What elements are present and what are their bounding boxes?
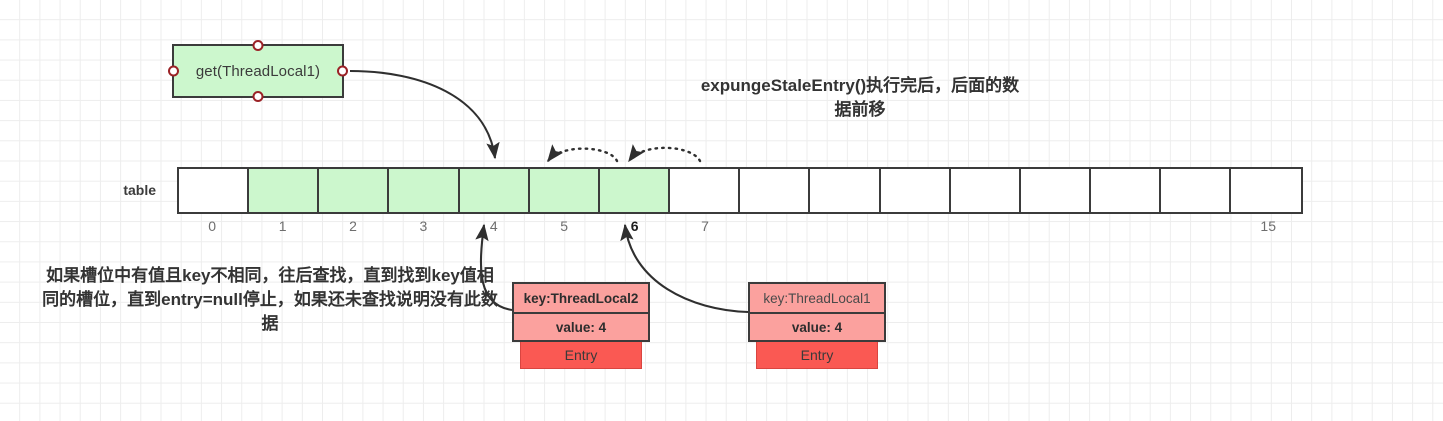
- entry-value-row: value: 4: [748, 312, 886, 342]
- table-cell-9[interactable]: [810, 169, 881, 212]
- table-cell-11[interactable]: [950, 169, 1021, 212]
- table-cell-3[interactable]: [389, 169, 460, 212]
- table-index-6: 6: [630, 218, 639, 234]
- table-index-4: 4: [489, 218, 498, 234]
- table-label: table: [123, 182, 156, 198]
- table-cell-5[interactable]: [529, 169, 600, 212]
- entry-box-threadlocal1[interactable]: key:ThreadLocal1 value: 4 Entry: [748, 282, 886, 369]
- table-cell-12[interactable]: [1020, 169, 1092, 212]
- table-index-3: 3: [419, 218, 428, 234]
- table-cell-2[interactable]: [319, 169, 390, 212]
- table-cell-8[interactable]: [740, 169, 811, 212]
- arrow-shift-6-to-5: [546, 144, 619, 163]
- table-index-1: 1: [278, 218, 287, 234]
- call-box-get-threadlocal1[interactable]: get(ThreadLocal1): [168, 40, 348, 102]
- table-cell-13[interactable]: [1091, 169, 1162, 212]
- table-cell-14[interactable]: [1161, 169, 1232, 212]
- table-index-5: 5: [560, 218, 569, 234]
- table-index-7: 7: [701, 218, 709, 234]
- call-box-label: get(ThreadLocal1): [195, 62, 321, 80]
- table-cell-7[interactable]: [670, 169, 741, 212]
- entry-value-row: value: 4: [512, 312, 650, 342]
- connector-handle-right[interactable]: [337, 65, 348, 77]
- table-index-2: 2: [349, 218, 357, 234]
- arrow-get-to-slot4: [349, 69, 500, 160]
- connector-handle-bottom[interactable]: [252, 91, 264, 102]
- note-expunge-stale-entry: expungeStaleEntry()执行完后，后面的数据前移: [700, 76, 1020, 120]
- table-cell-0[interactable]: [179, 169, 250, 212]
- entry-box-threadlocal2[interactable]: key:ThreadLocal2 value: 4 Entry: [512, 282, 650, 369]
- entry-key-row: key:ThreadLocal1: [748, 282, 886, 312]
- connector-handle-left[interactable]: [168, 65, 179, 77]
- table-index-0: 0: [208, 218, 217, 234]
- table-cell-4[interactable]: [459, 169, 530, 212]
- entry-type-tag: Entry: [756, 342, 878, 369]
- connector-handle-top[interactable]: [252, 40, 264, 51]
- entry-key-row: key:ThreadLocal2: [512, 282, 650, 312]
- note-probe-rule: 如果槽位中有值且key不相同，往后查找，直到找到key值相同的槽位，直到entr…: [42, 266, 498, 334]
- table-index-15: 15: [1260, 218, 1276, 234]
- entry-type-tag: Entry: [520, 342, 642, 369]
- arrow-shift-7-to-6: [627, 144, 702, 163]
- table-row: [177, 167, 1304, 214]
- table-cell-15[interactable]: [1231, 169, 1302, 212]
- table-cell-6[interactable]: [599, 169, 671, 212]
- table-cell-10[interactable]: [880, 169, 951, 212]
- table-cell-1[interactable]: [249, 169, 320, 212]
